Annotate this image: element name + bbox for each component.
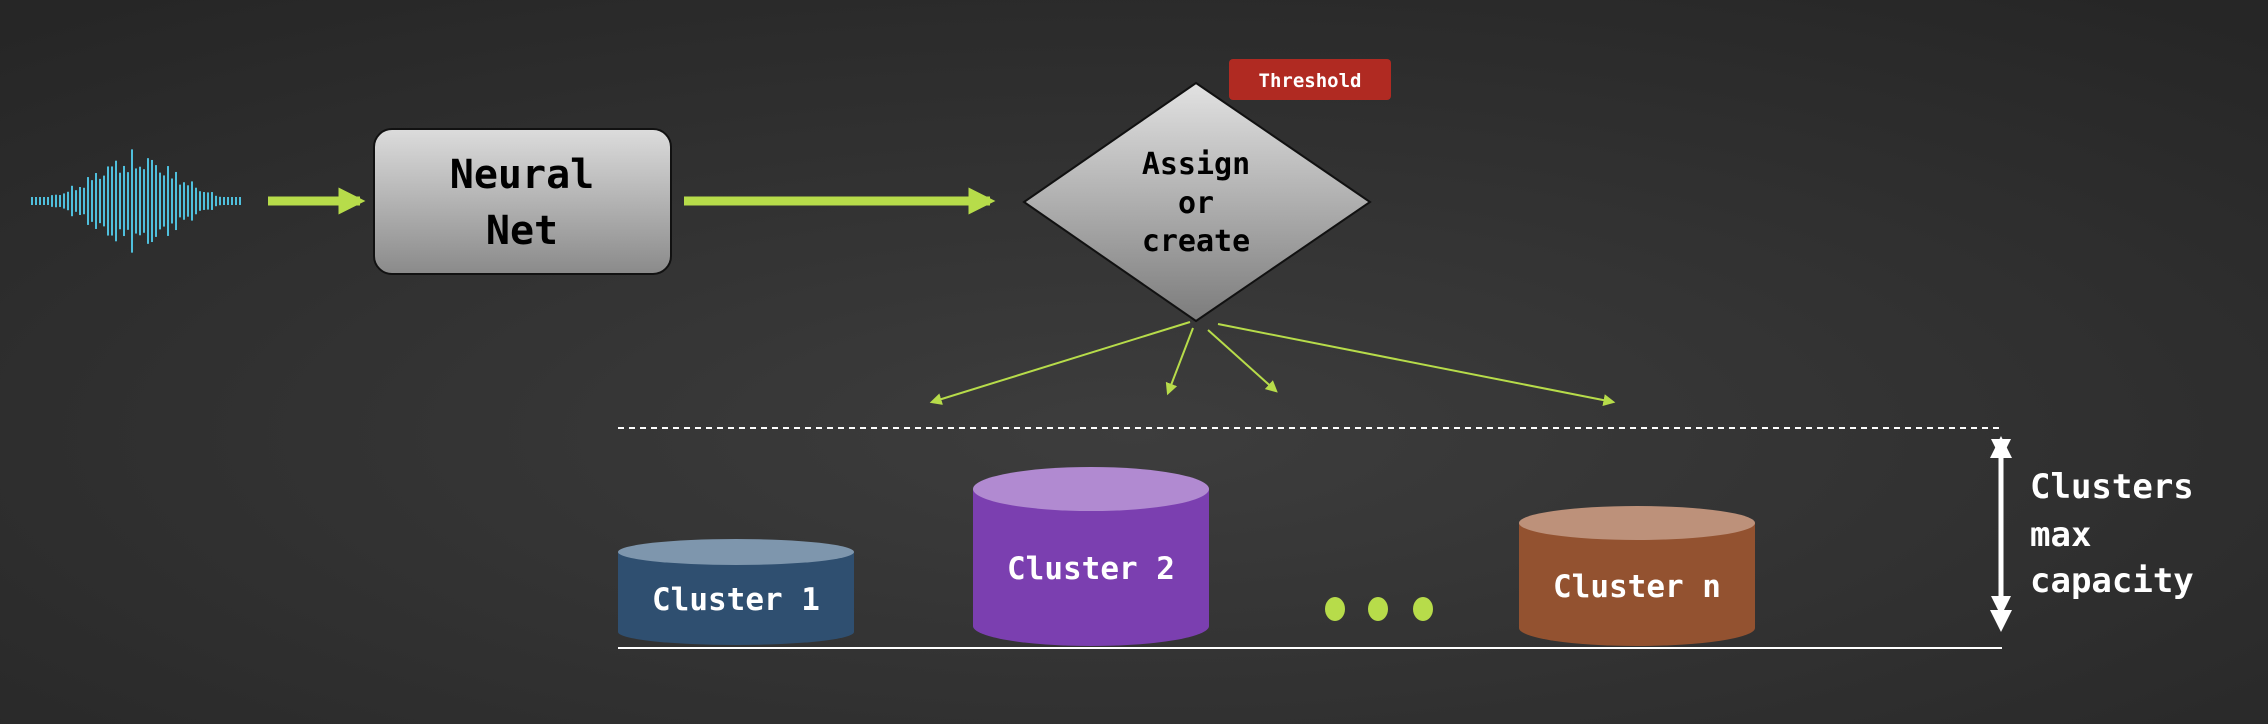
cluster-1-cylinder: Cluster 1 xyxy=(618,539,854,645)
capacity-label-line3: capacity xyxy=(2030,561,2194,601)
neural-net-box: Neural Net xyxy=(373,128,672,275)
capacity-label: Clusters max capacity xyxy=(2030,467,2194,601)
cluster-2-label: Cluster 2 xyxy=(1007,551,1175,587)
neural-net-label-line1: Neural xyxy=(450,152,595,198)
decision-label-line2: or xyxy=(1178,186,1214,221)
assign-or-create-decision: Assign or create xyxy=(1022,81,1372,323)
assignment-arrows xyxy=(929,321,1616,407)
assign-arrow-4 xyxy=(1217,323,1616,407)
neural-net-label-line2: Net xyxy=(486,208,558,254)
threshold-label: Threshold xyxy=(1259,70,1362,92)
capacity-label-line1: Clusters xyxy=(2030,467,2194,507)
cluster-n-label: Cluster n xyxy=(1553,569,1721,605)
cluster-1-label: Cluster 1 xyxy=(652,582,820,618)
decision-label-line1: Assign xyxy=(1142,147,1250,182)
cluster-2-cylinder: Cluster 2 xyxy=(973,467,1209,646)
assign-arrow-2 xyxy=(1165,327,1194,396)
decision-label-line3: create xyxy=(1142,224,1250,259)
capacity-arrow-down-head xyxy=(1990,610,2012,632)
threshold-badge: Threshold xyxy=(1229,59,1391,100)
more-clusters-ellipsis xyxy=(1325,597,1433,621)
capacity-label-line2: max xyxy=(2030,515,2091,555)
capacity-arrow-up-head xyxy=(1990,436,2012,458)
assign-arrow-3 xyxy=(1207,329,1278,393)
cluster-n-cylinder: Cluster n xyxy=(1519,506,1755,646)
assign-arrow-1 xyxy=(929,321,1191,405)
audio-waveform-icon xyxy=(31,149,241,253)
